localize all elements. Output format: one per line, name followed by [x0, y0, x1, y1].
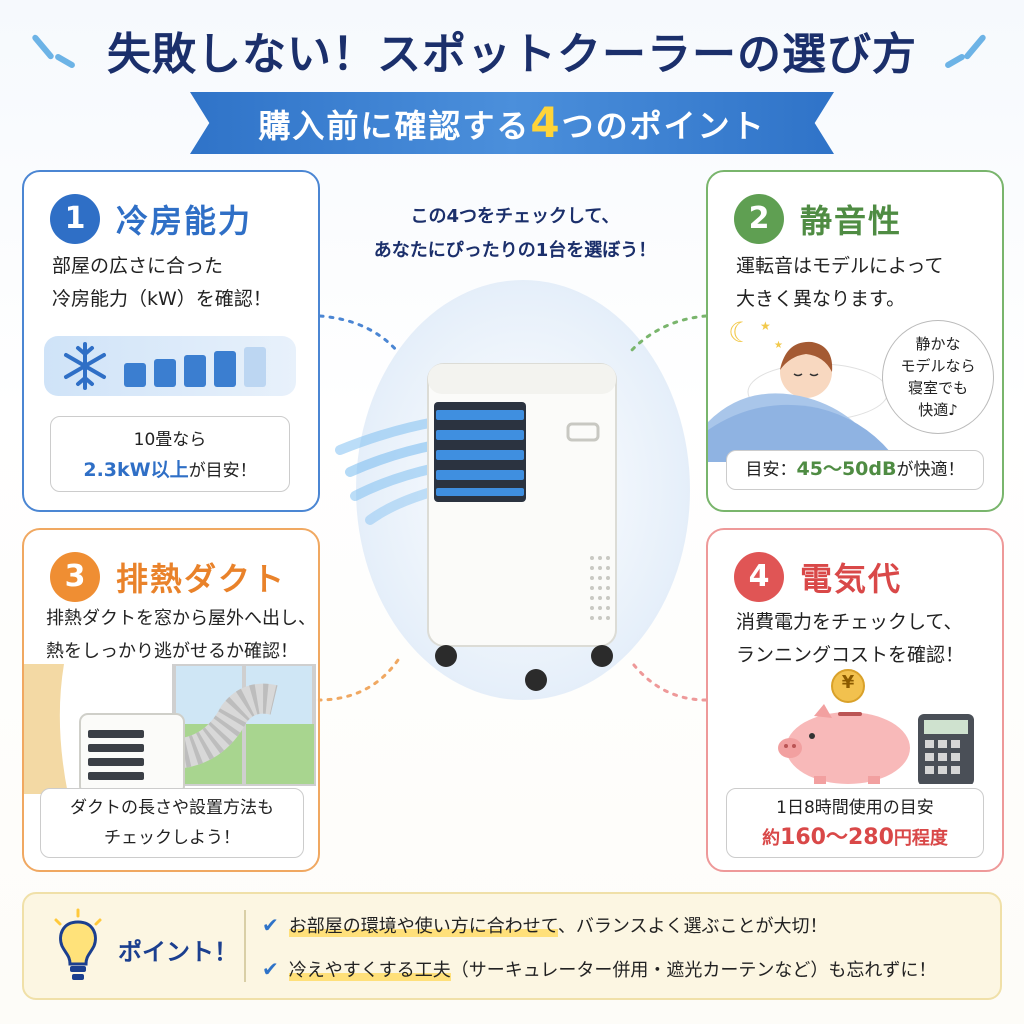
cold-air-icon	[335, 417, 440, 525]
page-title: 失敗しない！スポットクーラーの選び方	[107, 29, 917, 80]
speech-bubble: 静かな モデルなら 寝室でも 快適♪	[882, 320, 994, 434]
card-title: 電気代	[800, 560, 903, 598]
point-line-2: ✔ 冷えやすくする工夫（サーキュレーター併用・遮光カーテンなど）も忘れずに！	[262, 956, 936, 982]
center-message: この4つをチェックして、 あなたにぴったりの1台を選ぼう！	[373, 206, 657, 261]
point-label: ポイント！	[118, 938, 238, 966]
coin-yen-symbol: ¥	[841, 672, 855, 693]
coin-icon	[831, 669, 865, 703]
subtitle-number: 4	[530, 98, 562, 147]
point-divider	[244, 910, 246, 982]
subtitle-prefix: 購入前に確認する	[258, 107, 531, 145]
point-text: 冷えやすくする工夫（サーキュレーター併用・遮光カーテンなど）も忘れずに！	[288, 956, 937, 982]
note-line: 1日8時間使用の目安	[776, 798, 934, 818]
check-icon: ✔	[262, 913, 279, 937]
level-bar	[244, 347, 266, 387]
note-highlight: 45〜50dB	[796, 458, 897, 480]
svg-text:★: ★	[774, 340, 783, 351]
card-description: 運転音はモデルによって 大きく異なります。	[736, 255, 944, 310]
card-title: 排熱ダクト	[116, 560, 287, 598]
card-title: 静音性	[800, 202, 903, 240]
cooling-level-meter	[44, 336, 296, 396]
note-prefix: 約	[762, 828, 781, 849]
point-highlight: 冷えやすくする工夫	[288, 960, 451, 981]
note-highlight: 2.3kW以上	[83, 459, 189, 481]
snowflake-icon	[64, 342, 106, 390]
note-box: ダクトの長さや設置方法も チェックしよう！	[40, 788, 304, 858]
lightbulb-icon	[54, 908, 102, 980]
note-box: 目安：45〜50dBが快適！	[726, 450, 984, 490]
point-line-1: ✔ お部屋の環境や使い方に合わせて、バランスよく選ぶことが大切！	[262, 912, 828, 938]
note-line: チェックしよう！	[104, 828, 240, 848]
sleeping-person-illustration: ☾ ★ ★	[708, 316, 898, 462]
note-line: 10畳なら	[133, 430, 207, 450]
level-bar	[184, 355, 206, 387]
note-suffix: 円程度	[893, 828, 948, 849]
subtitle-suffix: つのポイント	[561, 107, 766, 145]
piggy-bank-calculator-illustration	[778, 669, 974, 784]
note-line: 2.3kW以上が目安！	[51, 455, 289, 486]
point-rest: 、バランスよく選ぶことが大切！	[557, 916, 828, 937]
card-number: 2	[734, 194, 784, 244]
note-highlight: 160〜280	[780, 825, 894, 850]
level-bar	[154, 359, 176, 387]
window-duct-illustration	[24, 664, 316, 794]
note-box: 10畳なら 2.3kW以上が目安！	[50, 416, 290, 492]
point-rest: （サーキュレーター併用・遮光カーテンなど）も忘れずに！	[450, 960, 937, 981]
note-line: 約160〜280円程度	[727, 823, 983, 854]
card-description: 部屋の広さに合った 冷房能力（kW）を確認！	[52, 255, 272, 310]
card-number: 1	[50, 194, 100, 244]
level-bar	[124, 363, 146, 387]
note-box: 1日8時間使用の目安 約160〜280円程度	[726, 788, 984, 858]
svg-text:☾: ☾	[728, 316, 753, 349]
spot-cooler-illustration	[335, 363, 617, 691]
note-prefix: 目安：	[745, 460, 797, 480]
point-highlight: お部屋の環境や使い方に合わせて	[288, 916, 558, 937]
point-summary-box	[22, 892, 1002, 1000]
note-suffix: が快適！	[896, 460, 965, 480]
point-text: お部屋の環境や使い方に合わせて、バランスよく選ぶことが大切！	[288, 912, 828, 938]
subtitle-ribbon: 購入前に確認する4つのポイント	[190, 92, 834, 154]
card-description: 消費電力をチェックして、 ランニングコストを確認！	[736, 611, 965, 666]
card-number: 4	[734, 552, 784, 602]
card-description: 排熱ダクトを窓から屋外へ出し、 熱をしっかり逃がせるか確認！	[46, 608, 316, 662]
level-bar	[214, 351, 236, 387]
card-number: 3	[50, 552, 100, 602]
check-icon: ✔	[262, 957, 279, 981]
card-title: 冷房能力	[116, 202, 253, 240]
svg-text:★: ★	[760, 319, 771, 333]
note-suffix: が目安！	[188, 461, 257, 481]
note-line: ダクトの長さや設置方法も	[70, 798, 274, 818]
